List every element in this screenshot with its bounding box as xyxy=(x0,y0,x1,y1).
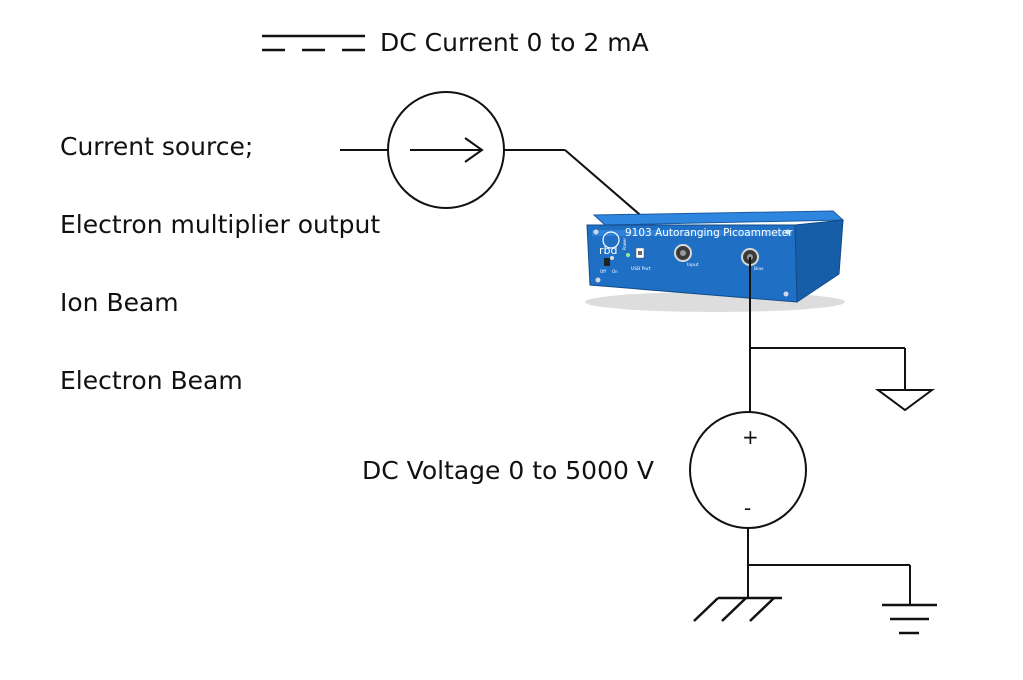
power-switch-icon xyxy=(604,258,610,266)
ground-wiring xyxy=(747,528,911,605)
device-brand: rbd xyxy=(599,244,618,257)
input-label: Input xyxy=(687,262,699,268)
polarity-plus: + xyxy=(742,425,759,449)
usb-port-label: USB Port xyxy=(631,266,651,272)
electron-beam-label: Electron Beam xyxy=(60,366,243,395)
bias-wiring xyxy=(749,257,936,412)
bias-label: Bias xyxy=(754,266,764,272)
power-led-icon xyxy=(626,253,630,257)
picoammeter-device: rbd 9103 Autoranging Picoammeter Off On … xyxy=(585,210,845,312)
brand-logo-icon xyxy=(602,231,620,249)
ion-beam-label: Ion Beam xyxy=(60,288,179,317)
electron-multiplier-label: Electron multiplier output xyxy=(60,210,381,239)
earth-ground-icon xyxy=(882,603,937,635)
dc-symbol-icon xyxy=(262,34,365,52)
dc-voltage-label: DC Voltage 0 to 5000 V xyxy=(362,456,654,485)
power-on-label: On xyxy=(612,269,618,274)
power-label: Power xyxy=(622,238,627,250)
power-off-label: Off xyxy=(600,269,606,274)
signal-ground-icon xyxy=(874,389,936,412)
chassis-ground-icon xyxy=(693,596,782,622)
dc-current-label: DC Current 0 to 2 mA xyxy=(380,28,649,57)
current-source-label: Current source; xyxy=(60,132,254,161)
device-title: 9103 Autoranging Picoammeter xyxy=(625,227,793,239)
polarity-minus: - xyxy=(744,496,751,520)
